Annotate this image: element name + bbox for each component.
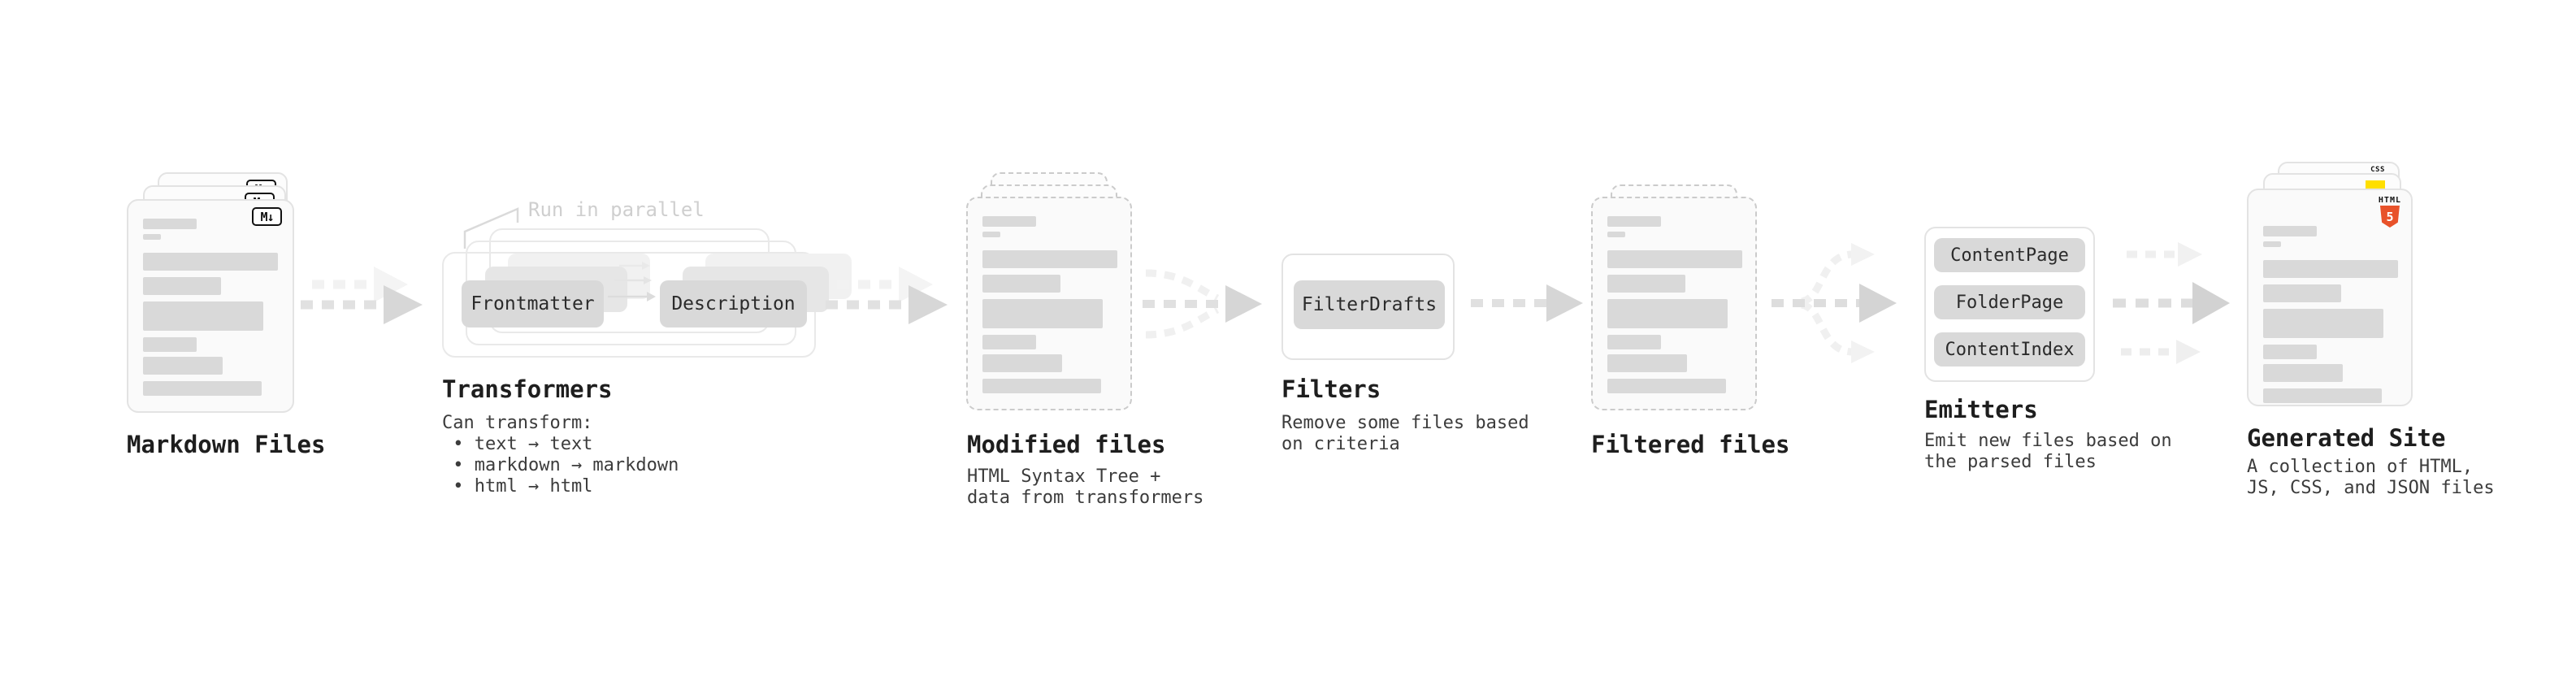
file-content-placeholder — [1607, 216, 1742, 393]
text-placeholder-bar — [143, 357, 223, 375]
text-placeholder-bar — [2263, 226, 2317, 236]
emitters-label: Emitters — [1924, 396, 2038, 423]
text-placeholder-bar — [2263, 388, 2382, 403]
markdown-files-stack: M↓ M↓ M↓ — [127, 172, 299, 416]
modified-files-stack — [966, 172, 1135, 416]
transformers-description: Can transform: • text → text • markdown … — [442, 413, 679, 497]
contentindex-chip: ContentIndex — [1934, 332, 2085, 367]
text-placeholder-bar — [1607, 299, 1728, 328]
text-placeholder-bar — [143, 301, 263, 331]
generated-site-label: Generated Site — [2247, 424, 2446, 452]
text-placeholder-bar — [2263, 345, 2317, 359]
transformers-label: Transformers — [442, 375, 613, 403]
text-placeholder-bar — [982, 335, 1036, 349]
modified-file-card — [966, 197, 1132, 410]
modified-files-label: Modified files — [967, 431, 1166, 458]
text-placeholder-bar — [982, 232, 1000, 237]
text-placeholder-bar — [1607, 379, 1726, 393]
text-placeholder-bar — [982, 354, 1062, 372]
arrow-transformers-to-modified — [826, 267, 948, 324]
run-in-parallel-callout-line — [463, 207, 519, 249]
arrow-emitters-to-generated — [2113, 242, 2230, 364]
generated-file-card: HTML 5 — [2247, 189, 2413, 406]
filtered-file-card — [1591, 197, 1757, 410]
file-content-placeholder — [982, 216, 1117, 393]
modified-files-description: HTML Syntax Tree + data from transformer… — [967, 466, 1204, 508]
folderpage-chip: FolderPage — [1934, 285, 2085, 319]
text-placeholder-bar — [1607, 275, 1685, 293]
text-placeholder-bar — [1607, 250, 1742, 268]
text-placeholder-bar — [2263, 284, 2341, 302]
filtered-files-label: Filtered files — [1591, 431, 1790, 458]
file-content-placeholder — [2263, 226, 2398, 403]
text-placeholder-bar — [2263, 309, 2383, 338]
markdown-icon: M↓ — [252, 207, 282, 226]
frontmatter-chip: Frontmatter — [462, 280, 604, 327]
text-placeholder-bar — [982, 299, 1103, 328]
text-placeholder-bar — [1607, 232, 1625, 237]
text-placeholder-bar — [1607, 216, 1661, 227]
text-placeholder-bar — [1607, 335, 1661, 349]
text-placeholder-bar — [2263, 260, 2398, 278]
text-placeholder-bar — [143, 234, 161, 240]
text-placeholder-bar — [143, 381, 262, 396]
css-icon-label: CSS — [2370, 166, 2385, 174]
text-placeholder-bar — [143, 253, 278, 271]
text-placeholder-bar — [982, 275, 1060, 293]
run-in-parallel-annotation: Run in parallel — [528, 198, 705, 221]
text-placeholder-bar — [2263, 241, 2281, 247]
text-placeholder-bar — [143, 277, 221, 295]
filters-label: Filters — [1281, 375, 1381, 403]
arrow-filtered-to-emitters — [1772, 243, 1897, 363]
text-placeholder-bar — [1607, 354, 1687, 372]
arrow-filters-to-filtered — [1471, 284, 1583, 322]
text-placeholder-bar — [982, 250, 1117, 268]
text-placeholder-bar — [2263, 364, 2343, 382]
text-placeholder-bar — [982, 379, 1101, 393]
markdown-file-card: M↓ — [127, 199, 294, 413]
filterdrafts-chip: FilterDrafts — [1294, 280, 1445, 329]
text-placeholder-bar — [143, 219, 197, 229]
generated-site-description: A collection of HTML, JS, CSS, and JSON … — [2247, 457, 2495, 498]
emitters-description: Emit new files based on the parsed files — [1924, 431, 2172, 472]
arrow-markdown-to-transformers — [301, 267, 423, 324]
html5-icon-label: HTML — [2378, 196, 2401, 205]
generated-site-stack: CSS HTML 5 — [2247, 162, 2416, 414]
filters-description: Remove some files based on criteria — [1281, 413, 1529, 454]
description-chip: Description — [660, 280, 807, 327]
file-content-placeholder — [143, 219, 278, 396]
text-placeholder-bar — [143, 337, 197, 352]
html5-icon-shield: 5 — [2379, 206, 2400, 228]
javascript-icon — [2366, 180, 2385, 189]
parallel-transform-arrows — [608, 262, 656, 301]
html5-icon: HTML 5 — [2379, 196, 2401, 228]
arrow-modified-to-filters — [1143, 269, 1262, 339]
markdown-files-label: Markdown Files — [127, 431, 326, 458]
text-placeholder-bar — [982, 216, 1036, 227]
contentpage-chip: ContentPage — [1934, 238, 2085, 272]
filtered-files-stack — [1591, 184, 1760, 416]
